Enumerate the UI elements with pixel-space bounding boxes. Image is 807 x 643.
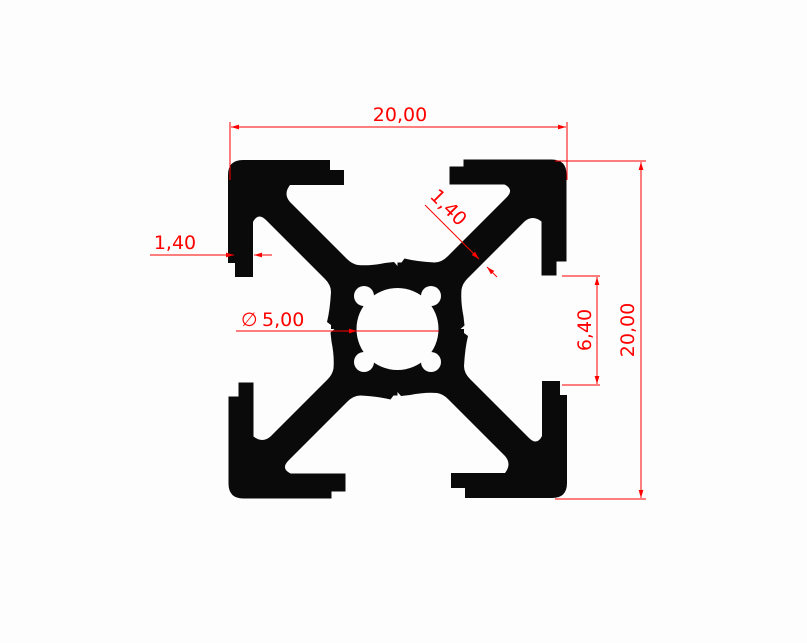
dimension-text: 1,40	[154, 232, 196, 254]
aluminium-profile	[228, 159, 567, 499]
diameter-symbol: ∅	[241, 309, 258, 331]
dimension-text: 20,00	[373, 104, 427, 126]
dimension-overall-width: 20,00	[229, 104, 568, 180]
dimension-text: 5,00	[262, 309, 304, 331]
dimension-overall-height: 20,00	[555, 160, 646, 500]
center-bore	[354, 286, 441, 372]
dimension-center-bore: ∅ 5,00	[236, 309, 439, 334]
dimension-wall-left: 1,40	[150, 232, 272, 258]
dimension-text: 6,40	[574, 309, 596, 351]
dimension-slot-opening: 6,40	[562, 275, 600, 386]
dimension-text: 1,40	[426, 185, 471, 230]
dimension-text: 20,00	[617, 303, 639, 357]
profile-quadrant	[228, 160, 398, 329]
